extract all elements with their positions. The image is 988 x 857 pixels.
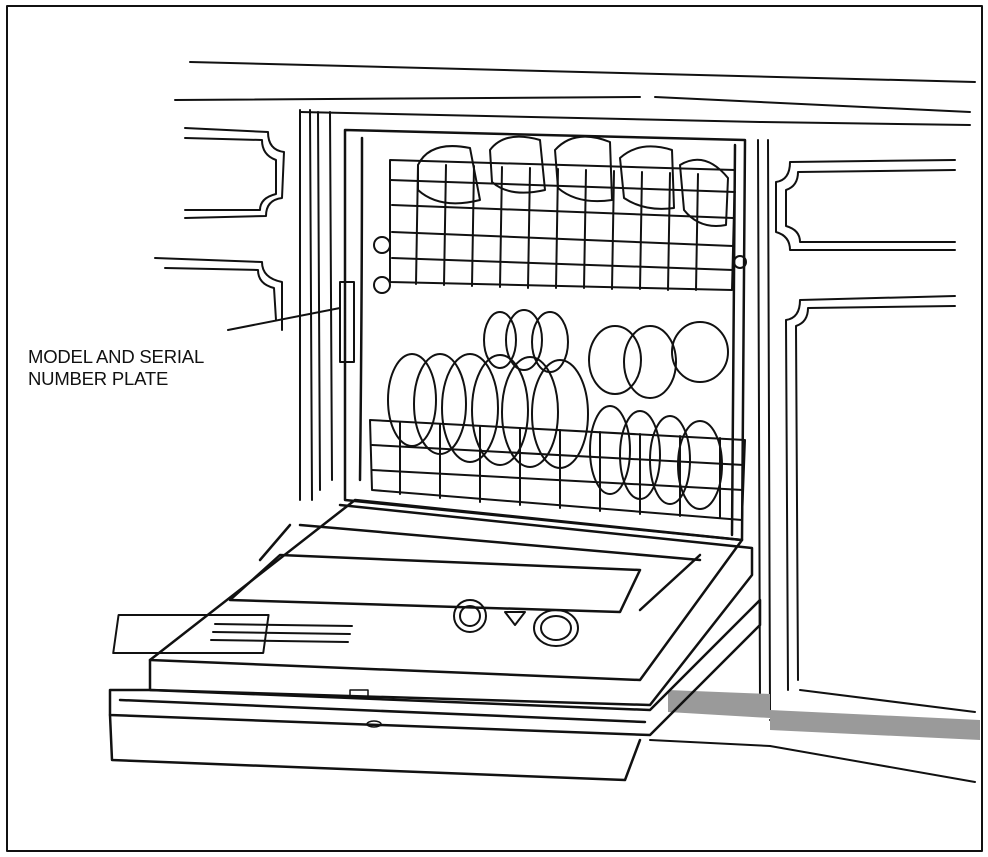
callout-line-1: MODEL AND SERIAL <box>28 346 205 367</box>
indicator-arrow <box>504 611 526 626</box>
door-latch <box>366 720 382 728</box>
model-serial-plate <box>339 281 355 363</box>
model-serial-plate-label: MODEL AND SERIAL NUMBER PLATE <box>28 346 278 390</box>
left-cabinet <box>154 109 333 501</box>
door-handle <box>349 689 369 699</box>
open-door <box>108 498 762 782</box>
callout-line-2: NUMBER PLATE <box>28 368 169 389</box>
right-cabinet <box>757 139 976 736</box>
figure-border <box>6 5 983 852</box>
controls <box>453 599 579 647</box>
vent <box>112 614 353 654</box>
cycle-knob <box>453 599 487 633</box>
upper-rack <box>373 135 747 294</box>
floor-shade <box>649 690 980 783</box>
callout-leader <box>227 307 341 331</box>
plates <box>387 309 729 510</box>
dispenser <box>533 609 579 647</box>
countertop <box>174 61 976 126</box>
